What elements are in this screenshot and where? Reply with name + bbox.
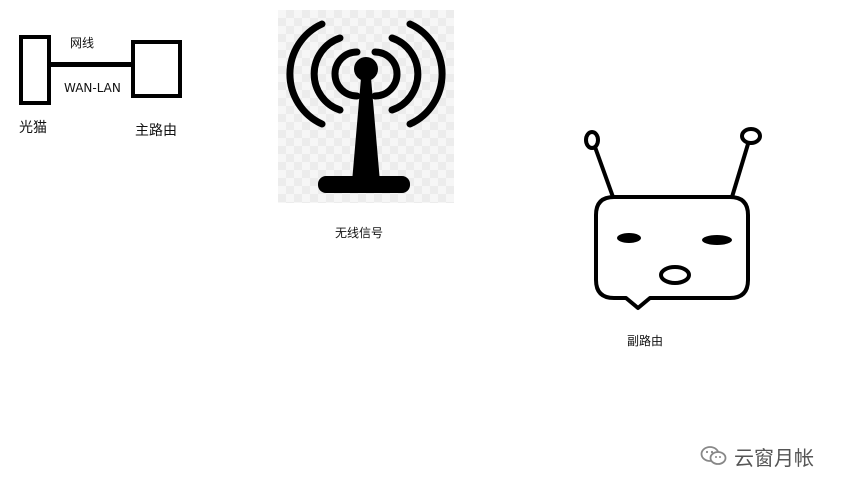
- modem-box: [19, 35, 51, 105]
- wireless-label: 无线信号: [335, 226, 384, 240]
- watermark-text: 云窗月帐: [734, 445, 814, 470]
- modem-label: 光猫: [19, 120, 47, 136]
- wechat-icon: [700, 446, 727, 465]
- wireless-signal-icon: [286, 20, 446, 193]
- main-router-label: 主路由: [135, 123, 177, 139]
- network-cable: [51, 62, 131, 67]
- main-router-box: [131, 40, 182, 98]
- cable-bottom-label: WAN-LAN: [64, 81, 121, 95]
- cable-top-label: 网线: [70, 36, 95, 50]
- secondary-router-icon: [584, 127, 762, 310]
- watermark: 云窗月帐: [700, 440, 814, 472]
- secondary-router-label: 副路由: [627, 334, 664, 348]
